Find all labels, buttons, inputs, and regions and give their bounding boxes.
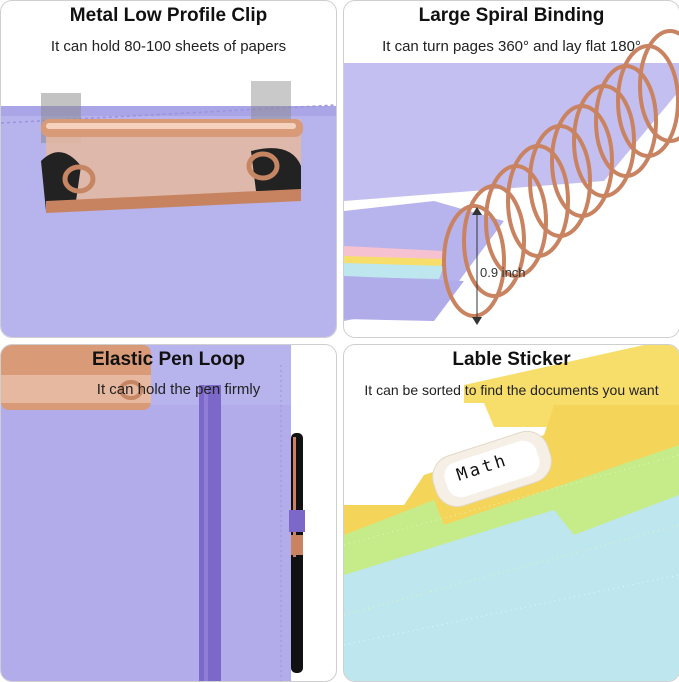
pen-loop-illustration <box>1 345 305 681</box>
panel-metal-clip: Metal Low Profile Clip It can hold 80-10… <box>0 0 337 338</box>
measurement-label: 0.9 inch <box>480 265 526 280</box>
panel-subtitle: It can hold 80-100 sheets of papers <box>50 38 287 55</box>
panel-title: Elastic Pen Loop <box>91 349 246 370</box>
panel-subtitle: It can turn pages 360° and lay flat 180° <box>382 38 641 55</box>
panel-pen-loop: Elastic Pen Loop It can hold the pen fir… <box>0 344 337 682</box>
panel-subtitle: It can hold the pen firmly <box>96 381 261 398</box>
panel-label-sticker: Lable Sticker It can be sorted to find t… <box>343 344 679 682</box>
clip-illustration <box>1 81 336 337</box>
panel-spiral-binding: Large Spiral Binding It can turn pages 3… <box>343 0 679 338</box>
panel-title: Large Spiral Binding <box>418 5 605 26</box>
panel-subtitle: It can be sorted to find the documents y… <box>364 382 659 398</box>
panel-title: Lable Sticker <box>452 349 571 370</box>
folder-tabs-illustration <box>344 345 679 681</box>
panel-title: Metal Low Profile Clip <box>69 5 268 26</box>
spiral-illustration <box>344 29 679 337</box>
